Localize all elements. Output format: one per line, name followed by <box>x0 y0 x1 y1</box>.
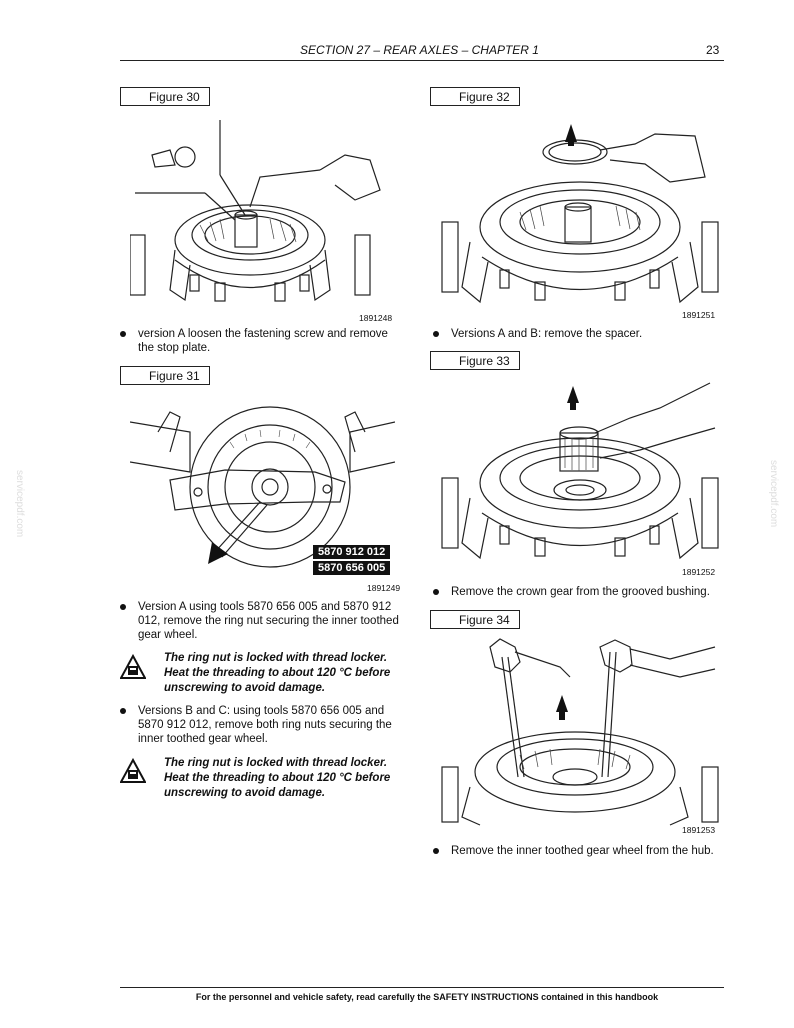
figure-31-code: 1891249 <box>367 583 401 593</box>
left-bullet-2-line-1: Version A using tools 5870 656 005 and 5… <box>138 601 392 613</box>
warning-icon <box>120 758 146 783</box>
section-title: SECTION 27 – REAR AXLES – CHAPTER 1 <box>300 43 539 57</box>
page-number: 23 <box>706 43 720 57</box>
figure-33-label: Figure 33 <box>430 351 520 370</box>
watermark-right: servicepdf.com <box>768 460 779 528</box>
bullet-dot <box>120 708 126 714</box>
warning-1-line-1: The ring nut is locked with thread locke… <box>164 652 388 664</box>
right-bullet-2: Remove the crown gear from the grooved b… <box>433 585 733 601</box>
footer-safety-note: For the personnel and vehicle safety, re… <box>195 992 659 1002</box>
right-bullet-2-text: Remove the crown gear from the grooved b… <box>451 586 710 598</box>
figure-34-code: 1891253 <box>682 825 716 835</box>
right-bullet-3: Remove the inner toothed gear wheel from… <box>433 844 733 860</box>
warning-2-line-3: unscrewing to avoid damage. <box>164 787 326 799</box>
figure-32-illustration <box>441 124 719 304</box>
left-bullet-3-line-1: Versions B and C: using tools 5870 656 0… <box>138 705 385 717</box>
figure-34-label: Figure 34 <box>430 610 520 629</box>
left-bullet-1-line-1: version A loosen the fastening screw and… <box>138 328 388 340</box>
figure-30-code: 1891248 <box>359 313 393 323</box>
figure-32-code: 1891251 <box>682 310 716 320</box>
tool-tag-1: 5870 912 012 <box>313 545 391 559</box>
right-bullet-3-text: Remove the inner toothed gear wheel from… <box>451 845 714 857</box>
figure-33-code: 1891252 <box>682 567 716 577</box>
figure-30-label: Figure 30 <box>120 87 210 106</box>
left-bullet-2-line-3: gear wheel. <box>138 629 198 641</box>
header-rule <box>120 60 724 61</box>
left-bullet-3-line-3: inner toothed gear wheel. <box>138 733 268 745</box>
figure-30-illustration <box>130 120 381 302</box>
bullet-dot <box>433 848 439 854</box>
left-bullet-3: Versions B and C: using tools 5870 656 0… <box>120 704 420 748</box>
warning-2-line-2: Heat the threading to about 120 °C befor… <box>164 772 391 784</box>
left-bullet-1: version A loosen the fastening screw and… <box>120 327 420 357</box>
watermark-left: servicepdf.com <box>14 470 25 538</box>
warning-1-text: The ring nut is locked with thread locke… <box>164 651 424 696</box>
figure-33-illustration <box>441 382 719 560</box>
left-bullet-2-line-2: 012, remove the ring nut securing the in… <box>138 615 399 627</box>
tool-tag-2: 5870 656 005 <box>313 561 391 575</box>
warning-icon <box>120 654 146 679</box>
left-bullet-1-line-2: the stop plate. <box>138 342 211 354</box>
left-bullet-3-line-2: 5870 912 012, remove both ring nuts secu… <box>138 719 392 731</box>
bullet-dot <box>433 589 439 595</box>
left-bullet-2: Version A using tools 5870 656 005 and 5… <box>120 600 420 644</box>
warning-2-line-1: The ring nut is locked with thread locke… <box>164 757 388 769</box>
warning-1-line-2: Heat the threading to about 120 °C befor… <box>164 667 391 679</box>
right-bullet-1-text: Versions A and B: remove the spacer. <box>451 328 643 340</box>
figure-31-illustration <box>130 406 395 568</box>
bullet-dot <box>433 331 439 337</box>
warning-2-text: The ring nut is locked with thread locke… <box>164 756 424 801</box>
figure-32-label: Figure 32 <box>430 87 520 106</box>
bullet-dot <box>120 331 126 337</box>
footer-rule <box>120 987 724 988</box>
bullet-dot <box>120 604 126 610</box>
right-bullet-1: Versions A and B: remove the spacer. <box>433 327 733 343</box>
figure-31-label: Figure 31 <box>120 366 210 385</box>
figure-34-illustration <box>441 638 719 826</box>
warning-1-line-3: unscrewing to avoid damage. <box>164 682 326 694</box>
